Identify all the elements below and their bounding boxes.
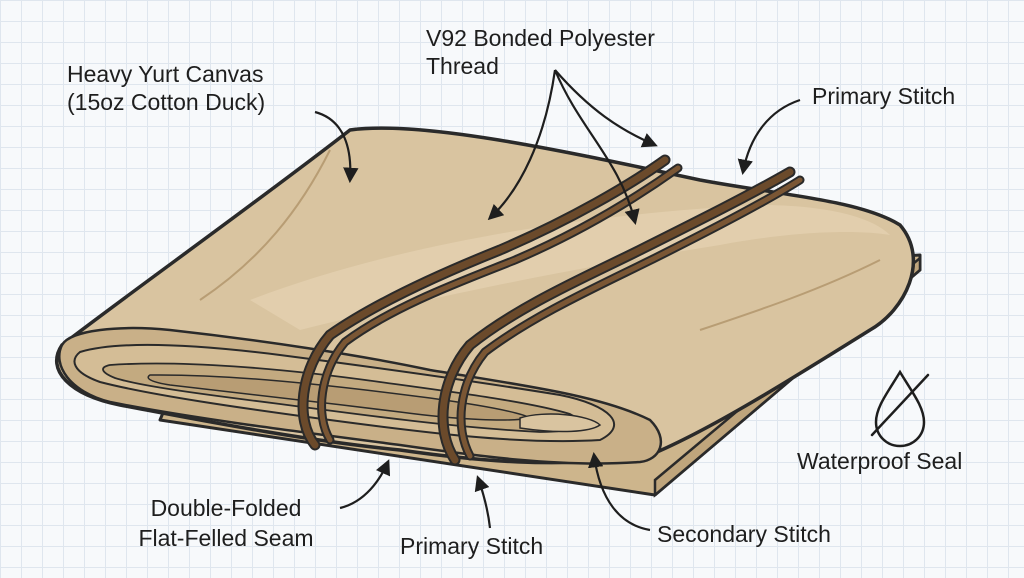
arrow-primary-bottom — [474, 475, 492, 529]
arrow-canvas — [314, 110, 359, 184]
label-secondary-stitch: Secondary Stitch — [657, 521, 831, 547]
arrow-thread-1 — [487, 69, 557, 221]
canvas-top-highlight — [250, 205, 890, 330]
label-primary-stitch-bottom: Primary Stitch — [400, 533, 544, 559]
no-water-drop-icon — [870, 369, 930, 448]
arrow-secondary — [588, 451, 651, 532]
arrow-thread-3 — [553, 69, 640, 225]
arrow-primary-top — [737, 98, 801, 176]
arrow-seam — [339, 459, 391, 510]
canvas-fold-crease-2 — [699, 259, 881, 331]
canvas-fold-crease — [199, 149, 331, 301]
label-seam-line2: Flat-Felled Seam — [138, 525, 314, 551]
label-thread-line1: V92 Bonded Polyester — [426, 25, 655, 51]
label-primary-stitch-top: Primary Stitch — [812, 83, 956, 109]
label-seam-line1: Double-Folded — [150, 495, 302, 521]
label-waterproof-seal: Waterproof Seal — [797, 448, 963, 474]
arrow-thread-2 — [554, 69, 658, 148]
label-thread-line2: Thread — [426, 53, 499, 79]
rolled-edge-layer-3 — [147, 374, 533, 421]
label-canvas-line1: Heavy Yurt Canvas — [67, 61, 264, 87]
label-canvas-line2: (15oz Cotton Duck) — [67, 89, 266, 115]
inner-fold-curl — [519, 413, 602, 433]
